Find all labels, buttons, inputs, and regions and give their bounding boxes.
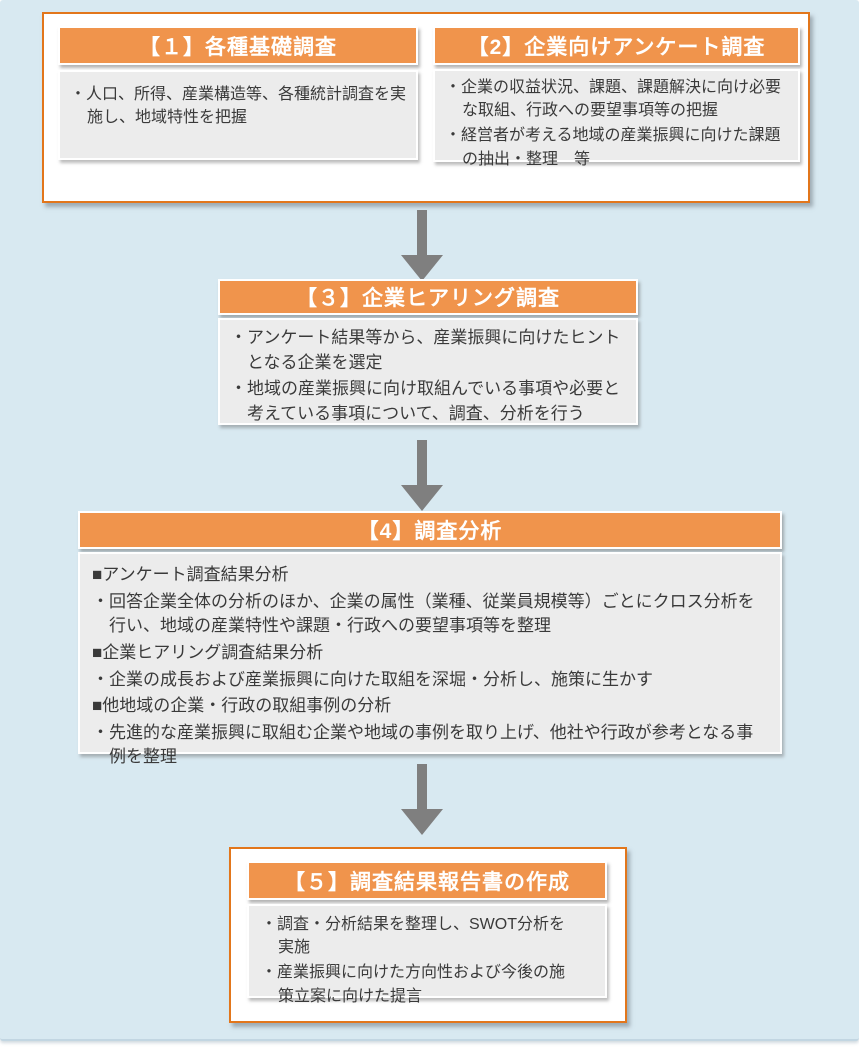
step1-header: 【１】各種基礎調査 bbox=[58, 26, 418, 65]
step4-section-item: ■他地域の企業・行政の取組事例の分析 bbox=[92, 696, 392, 716]
step4-bullet-item: ・回答企業全体の分析のほか、企業の属性（業種、従業員規模等）ごとにクロス分析を行… bbox=[92, 591, 755, 636]
step4-section-item: ■アンケート調査結果分析 bbox=[92, 565, 289, 584]
step3-body: ・アンケート結果等から、産業振興に向けたヒントとなる企業を選定 ・地域の産業振興… bbox=[218, 318, 638, 425]
down-arrow-icon bbox=[401, 210, 443, 281]
step5-bullet-item: ・調査・分析結果を整理し、SWOT分析を実施 bbox=[261, 916, 565, 957]
step2-bullet-item: ・企業の収益状況、課題、課題解決に向け必要な取組、行政への要望事項等の把握 bbox=[445, 79, 782, 120]
step3-bullet-item: ・アンケート結果等から、産業振興に向けたヒントとなる企業を選定 bbox=[230, 328, 621, 372]
step2-bullet-item: ・経営者が考える地域の産業振興に向けた課題の抽出・整理 等 bbox=[445, 127, 781, 168]
step2-body: ・企業の収益状況、課題、課題解決に向け必要な取組、行政への要望事項等の把握 ・経… bbox=[433, 69, 800, 168]
step4-body: ■アンケート調査結果分析 ・回答企業全体の分析のほか、企業の属性（業種、従業員規… bbox=[78, 552, 782, 766]
step5-header: 【５】調査結果報告書の作成 bbox=[247, 861, 607, 900]
down-arrow-icon bbox=[401, 440, 443, 511]
step4-section-item: ■企業ヒアリング調査結果分析 bbox=[92, 642, 324, 662]
step4-bullet-item: ・先進的な産業振興に取組む企業や地域の事例を取り上げ、他社や行政が参考となる事例… bbox=[92, 722, 754, 767]
step5-body: ・調査・分析結果を整理し、SWOT分析を実施 ・産業振興に向けた方向性および今後… bbox=[247, 904, 607, 1005]
step5-bullet-item: ・産業振興に向けた方向性および今後の施策立案に向けた提言 bbox=[261, 964, 566, 1005]
step3-header: 【３】企業ヒアリング調査 bbox=[218, 279, 638, 315]
down-arrow-icon bbox=[401, 764, 443, 835]
step1-bullet-item: ・人口、所得、産業構造等、各種統計調査を実施し、地域特性を把握 bbox=[70, 86, 407, 127]
step4-bullet-item: ・企業の成長および産業振興に向けた取組を深堀・分析し、施策に生かす bbox=[92, 669, 653, 689]
step4-header: 【4】調査分析 bbox=[78, 511, 782, 549]
step2-header: 【2】企業向けアンケート調査 bbox=[433, 26, 800, 65]
step3-bullet-item: ・地域の産業振興に向け取組んでいる事項や必要と考えている事項について、調査、分析… bbox=[230, 379, 621, 423]
step1-body: ・人口、所得、産業構造等、各種統計調査を実施し、地域特性を把握 bbox=[58, 70, 418, 160]
